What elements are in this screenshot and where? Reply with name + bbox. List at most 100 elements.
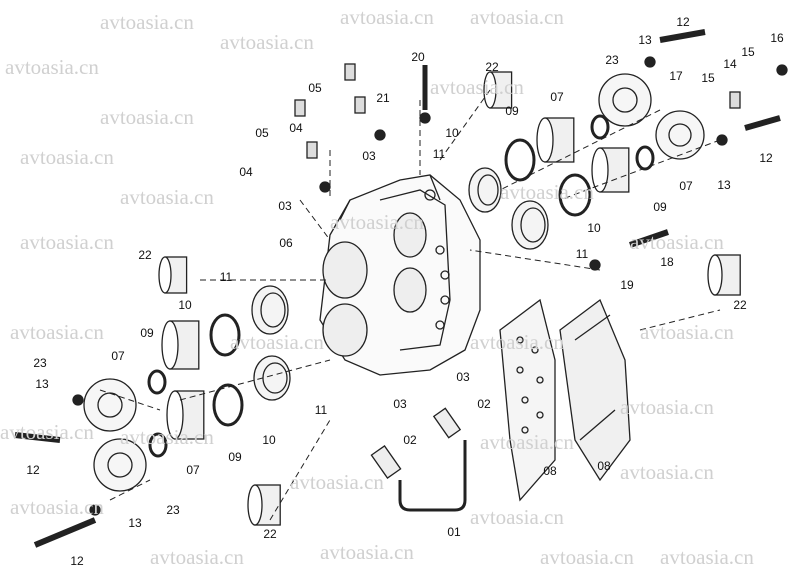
part-label-22: 22 [138,248,152,262]
watermark-text: avtoasia.cn [540,545,634,569]
bleeder-screw [729,91,741,109]
part-label-11: 11 [314,403,328,417]
part-label-13: 13 [638,33,652,47]
watermark-text: avtoasia.cn [660,545,754,569]
watermark-text: avtoasia.cn [620,395,714,419]
watermark-text: avtoasia.cn [100,105,194,129]
seal-inner [260,292,286,328]
watermark-text: avtoasia.cn [230,330,324,354]
watermark-text: avtoasia.cn [330,210,424,234]
o-ring [212,383,244,427]
nut-washer [644,56,656,68]
nut-washer [319,181,331,193]
o-ring [590,114,610,140]
o-ring [635,145,655,171]
part-label-07: 07 [550,90,564,104]
part-label-01: 01 [447,525,461,539]
part-label-11: 11 [219,270,233,284]
part-label-03: 03 [456,370,470,384]
part-label-12: 12 [26,463,40,477]
part-label-08: 08 [597,459,611,473]
part-label-10: 10 [445,126,459,140]
part-label-19: 19 [620,278,634,292]
piston-face [161,320,179,370]
bleeder-screw [306,141,318,159]
part-label-15: 15 [701,71,715,85]
part-label-09: 09 [653,200,667,214]
watermark-text: avtoasia.cn [480,430,574,454]
seal [511,200,549,250]
watermark-text: avtoasia.cn [0,420,94,444]
nut-washer [589,259,601,271]
watermark-text: avtoasia.cn [470,505,564,529]
part-label-22: 22 [485,60,499,74]
piston-face [158,256,172,294]
cover-plate [598,73,652,127]
part-label-22: 22 [733,298,747,312]
watermark-text: avtoasia.cn [470,5,564,29]
watermark-text: avtoasia.cn [340,5,434,29]
piston-face [591,147,609,193]
bolt [659,29,706,43]
brake-pipe [370,407,467,512]
o-ring [148,432,168,458]
watermark-text: avtoasia.cn [120,425,214,449]
cover-boss [107,452,133,478]
bolt [33,517,97,548]
watermark-text: avtoasia.cn [640,320,734,344]
part-label-03: 03 [393,397,407,411]
watermark-text: avtoasia.cn [10,320,104,344]
part-label-20: 20 [411,50,425,64]
part-label-21: 21 [376,91,390,105]
part-label-10: 10 [262,433,276,447]
cover-plate [83,378,137,432]
cover-boss [612,87,638,113]
part-label-11: 11 [432,147,446,161]
nut-washer [716,134,728,146]
part-label-11: 11 [575,247,589,261]
part-label-02: 02 [477,397,491,411]
watermark-text: avtoasia.cn [20,145,114,169]
bleeder-screw [354,96,366,114]
watermark-text: avtoasia.cn [500,180,594,204]
part-label-18: 18 [660,255,674,269]
watermark-text: avtoasia.cn [10,495,104,519]
watermark-text: avtoasia.cn [150,545,244,569]
part-label-13: 13 [717,178,731,192]
cover-plate [93,438,147,492]
bolt [744,115,781,131]
part-label-23: 23 [166,503,180,517]
part-label-05: 05 [308,81,322,95]
part-label-07: 07 [186,463,200,477]
o-ring [209,313,241,357]
bolt [629,229,669,248]
watermark-text: avtoasia.cn [620,460,714,484]
part-label-10: 10 [178,298,192,312]
nut-washer [776,64,788,76]
part-label-02: 02 [403,433,417,447]
o-ring [147,369,167,395]
seal [468,167,502,213]
watermark-text: avtoasia.cn [120,185,214,209]
watermark-text: avtoasia.cn [100,10,194,34]
part-label-13: 13 [35,377,49,391]
part-label-10: 10 [587,221,601,235]
seal-inner [520,207,546,243]
part-label-06: 06 [279,236,293,250]
cover-plate [655,110,705,160]
part-label-08: 08 [543,464,557,478]
bleeder-screw [294,99,306,117]
small-parts [14,29,788,548]
part-label-16: 16 [770,31,784,45]
part-label-15: 15 [741,45,755,59]
nut-washer [89,504,101,516]
nut-washer [419,112,431,124]
part-label-17: 17 [669,69,683,83]
seal [253,355,291,401]
watermark-text: avtoasia.cn [290,470,384,494]
piston-face [247,484,263,526]
part-label-13: 13 [128,516,142,530]
